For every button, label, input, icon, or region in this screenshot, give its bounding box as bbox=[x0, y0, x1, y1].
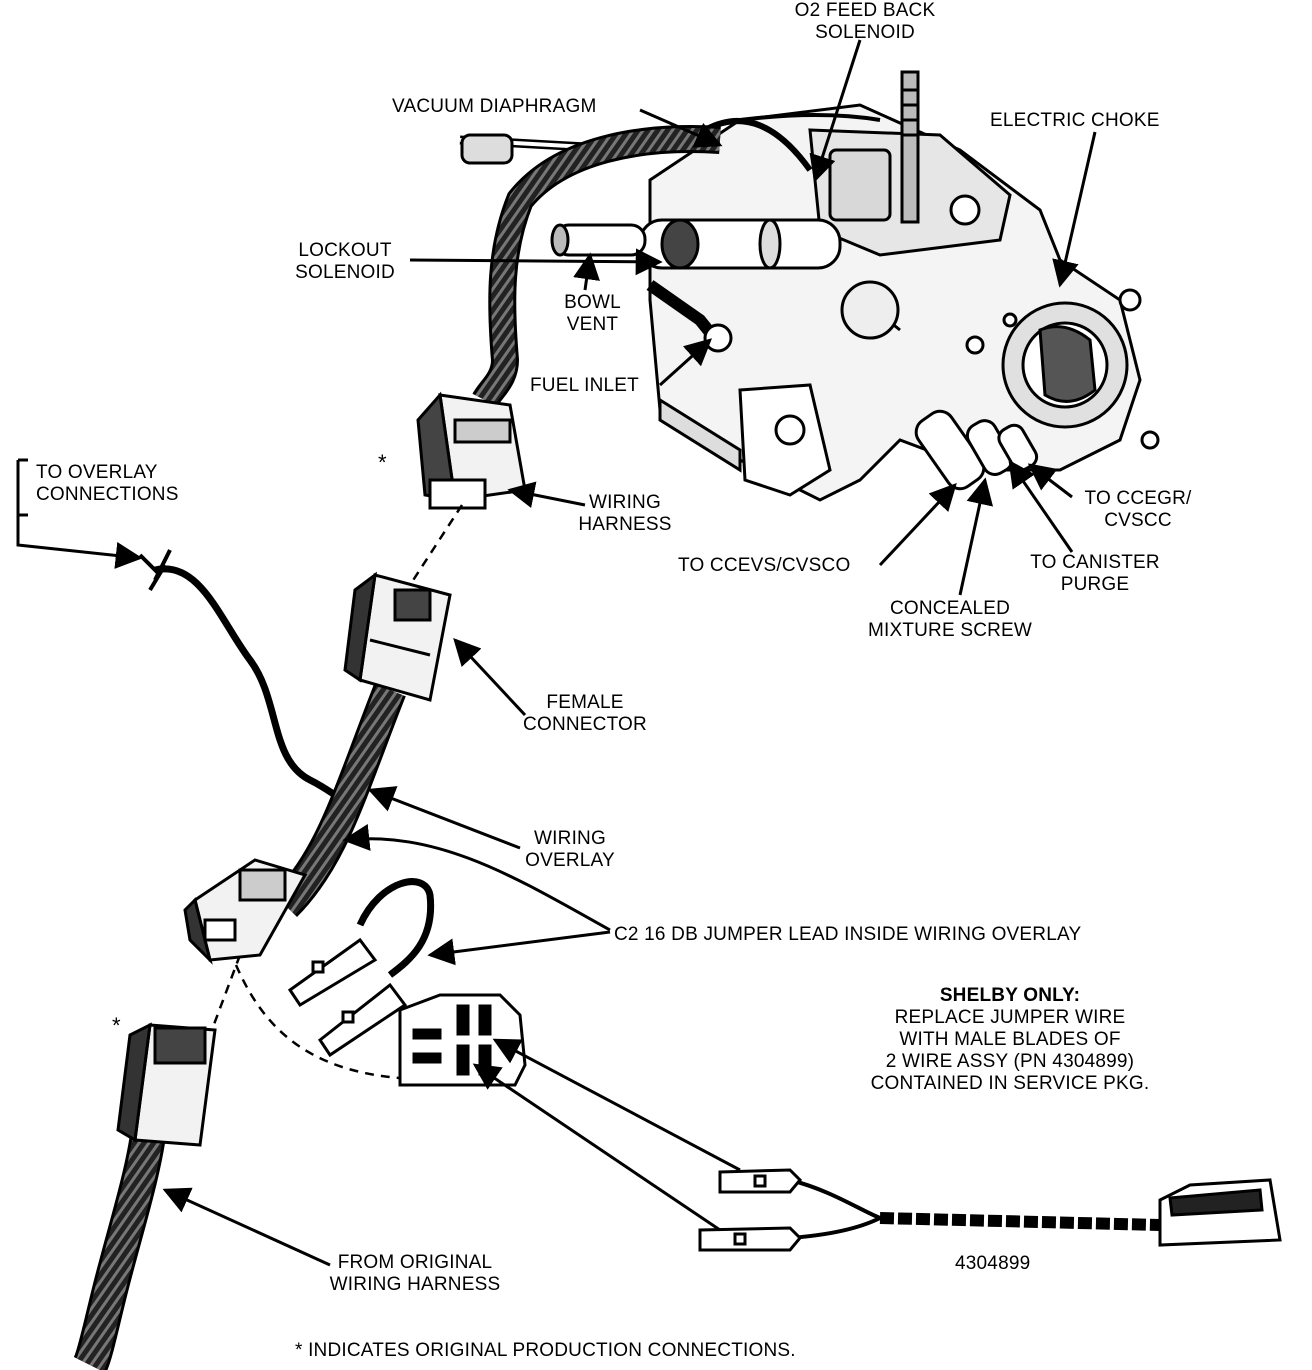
female-line1: FEMALE bbox=[546, 692, 624, 713]
jumper-lead-label: C2 16 DB JUMPER LEAD INSIDE WIRING OVERL… bbox=[614, 924, 1082, 945]
o2-feedback-line1: O2 FEED BACK bbox=[794, 0, 936, 21]
fuel-inlet-label: FUEL INLET bbox=[530, 375, 639, 396]
o2-feedback-solenoid-label: O2 FEED BACK SOLENOID bbox=[790, 0, 940, 44]
overlay-line2: OVERLAY bbox=[525, 850, 615, 871]
leader-arrows bbox=[16, 39, 1097, 1267]
vacuum-diaphragm-label: VACUUM DIAPHRAGM bbox=[392, 96, 597, 117]
bowl-vent-label: BOWL VENT bbox=[555, 292, 630, 336]
to-canister-purge-label: TO CANISTER PURGE bbox=[1010, 552, 1180, 596]
to-ccegr-label: TO CCEGR/ CVSCC bbox=[1068, 488, 1208, 532]
shelby-line1: SHELBY ONLY: bbox=[939, 985, 1081, 1006]
mixture-line2: MIXTURE SCREW bbox=[867, 620, 1033, 641]
two-wire-assembly bbox=[698, 1168, 1282, 1252]
wiring-harness-line1: WIRING bbox=[589, 492, 661, 513]
ccegr-line1: TO CCEGR/ bbox=[1084, 488, 1192, 509]
o2-feedback-line2: SOLENOID bbox=[815, 22, 915, 43]
shelby-line2: REPLACE JUMPER WIRE bbox=[894, 1007, 1126, 1028]
bowl-vent-line2: VENT bbox=[566, 314, 619, 335]
footnote: * INDICATES ORIGINAL PRODUCTION CONNECTI… bbox=[295, 1340, 796, 1361]
part-number-label: 4304899 bbox=[955, 1253, 1031, 1274]
overlay-conn-line1: TO OVERLAY bbox=[36, 462, 158, 483]
to-overlay-connections-label: TO OVERLAY CONNECTIONS bbox=[36, 462, 179, 506]
female-line2: CONNECTOR bbox=[523, 714, 647, 735]
shelby-line4: 2 WIRE ASSY (PN 4304899) bbox=[885, 1051, 1135, 1072]
canister-line1: TO CANISTER bbox=[1030, 552, 1160, 573]
bowl-vent-line1: BOWL bbox=[564, 292, 621, 313]
shelby-only-note: SHELBY ONLY: REPLACE JUMPER WIRE WITH MA… bbox=[840, 985, 1180, 1095]
overlay-conn-line2: CONNECTIONS bbox=[36, 484, 179, 505]
two-wire-connector bbox=[398, 993, 527, 1087]
ccegr-line2: CVSCC bbox=[1104, 510, 1172, 531]
upper-star-marker: * bbox=[378, 450, 387, 475]
wiring-harness-illustration bbox=[416, 125, 721, 510]
original-harness-illustration bbox=[73, 1022, 217, 1370]
concealed-mixture-screw-label: CONCEALED MIXTURE SCREW bbox=[840, 598, 1060, 642]
lockout-line2: SOLENOID bbox=[295, 262, 395, 283]
from-orig-line1: FROM ORIGINAL bbox=[337, 1252, 493, 1273]
wiring-overlay-illustration bbox=[138, 549, 452, 1058]
lower-star-marker: * bbox=[112, 1013, 121, 1038]
wiring-harness-label: WIRING HARNESS bbox=[560, 492, 690, 536]
from-original-harness-label: FROM ORIGINAL WIRING HARNESS bbox=[305, 1252, 525, 1296]
electric-choke-label: ELECTRIC CHOKE bbox=[990, 110, 1160, 131]
mixture-line1: CONCEALED bbox=[889, 598, 1011, 619]
to-ccevs-label: TO CCEVS/CVSCO bbox=[678, 555, 851, 576]
wiring-harness-line2: HARNESS bbox=[578, 514, 672, 535]
shelby-line5: CONTAINED IN SERVICE PKG. bbox=[870, 1073, 1150, 1094]
lockout-solenoid-label: LOCKOUT SOLENOID bbox=[280, 240, 410, 284]
wiring-overlay-label: WIRING OVERLAY bbox=[505, 828, 635, 872]
lockout-line1: LOCKOUT bbox=[298, 240, 392, 261]
dashed-connection-lines bbox=[208, 504, 464, 1080]
shelby-line3: WITH MALE BLADES OF bbox=[899, 1029, 1121, 1050]
carburetor-illustration bbox=[459, 70, 1160, 502]
from-orig-line2: WIRING HARNESS bbox=[329, 1274, 501, 1295]
overlay-line1: WIRING bbox=[534, 828, 606, 849]
canister-line2: PURGE bbox=[1060, 574, 1130, 595]
female-connector-label: FEMALE CONNECTOR bbox=[505, 692, 665, 736]
